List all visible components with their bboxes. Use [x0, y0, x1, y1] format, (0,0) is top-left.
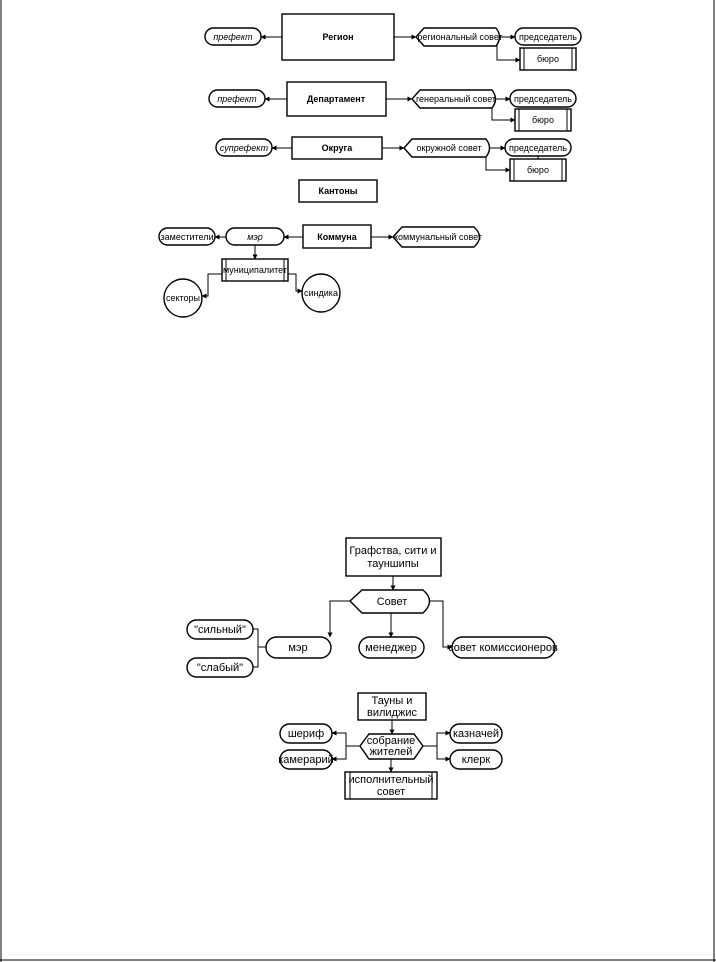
region-council-label: региональный совет [417, 32, 502, 42]
okrug-bureau-label: бюро [527, 165, 549, 175]
region-council-node [415, 27, 501, 47]
assembly-label-line2: жителей [370, 746, 413, 758]
department-council-to-bureau-arrow [491, 107, 516, 123]
department-row: Департамент префект генеральный совет пр… [208, 81, 577, 132]
municipality-to-syndic-arrow [288, 273, 303, 294]
department-council-label: генеральный совет [416, 94, 496, 104]
region-row: Регион префект региональный совет предсе… [204, 13, 582, 71]
commune-mayor-label: мэр [247, 232, 263, 242]
okrug-council-node [403, 138, 491, 158]
okrug-chairman-label: председатель [509, 143, 567, 153]
executive-label-line1: исполнительный [348, 774, 433, 786]
county-government-diagram: Графства, сити и тауншипы Совет мэр мене… [186, 537, 558, 678]
strong-mayor-label: "сильный" [194, 624, 246, 636]
commune-council-label: коммунальный совет [394, 232, 482, 242]
chamberlain-label: камерарий [278, 754, 334, 766]
treasurer-label: казначей [453, 728, 499, 740]
executive-label-line2: совет [377, 786, 405, 798]
cantons-box [298, 179, 378, 203]
council-to-mayor-arrow [327, 600, 350, 638]
okrug-council-label: окружной совет [416, 143, 481, 153]
region-chairman-label: председатель [519, 32, 577, 42]
mayor-to-weak-link [253, 647, 259, 668]
counties-box [345, 537, 442, 577]
commune-sectors-label: секторы [166, 293, 200, 303]
region-council-to-bureau-arrow [496, 45, 521, 63]
municipality-to-sectors-arrow [201, 273, 222, 299]
mayor-to-strong-link [253, 628, 266, 648]
region-label: Регион [323, 32, 354, 42]
france-admin-diagram: Регион префект региональный совет предсе… [158, 13, 582, 318]
region-bureau-label: бюро [537, 54, 559, 64]
department-label: Департамент [307, 94, 366, 104]
okrug-label: Округа [322, 143, 354, 153]
commissioners-label: совет комиссионеров [448, 642, 558, 654]
clerk-label: клерк [462, 754, 491, 766]
towns-government-diagram: Тауны и вилиджис собрание жителей шериф … [278, 692, 503, 800]
counties-label-line2: тауншипы [367, 558, 418, 570]
assembly-to-clerk-arrow [436, 746, 451, 762]
council-to-commissioners-arrow [430, 600, 453, 650]
cantons-label: Кантоны [319, 186, 358, 196]
counties-label-line1: Графства, сити и [349, 545, 436, 557]
towns-label-line2: вилиджис [367, 707, 417, 719]
assembly-to-sheriff-arrow [331, 730, 360, 747]
assembly-label-line1: собрание [367, 735, 416, 747]
assembly-to-chamberlain-arrow [331, 746, 347, 762]
department-council-node [411, 89, 497, 109]
towns-label-line1: Тауны и [372, 695, 413, 707]
council-node [348, 589, 431, 614]
commune-municipality-label: муниципалитет [223, 265, 287, 275]
mayor-label: мэр [288, 642, 307, 654]
department-prefect-label: префект [217, 94, 257, 104]
assembly-to-treasurer-arrow [423, 730, 451, 747]
okrug-prefect-label: супрефект [220, 143, 269, 153]
sheriff-label: шериф [288, 728, 324, 740]
okrug-row: Округа супрефект окружной совет председа… [215, 136, 572, 182]
commune-council-node [392, 226, 481, 248]
department-chairman-label: председатель [514, 94, 572, 104]
commune-deputies-label: заместители [161, 232, 214, 242]
okrug-council-to-bureau-arrow [485, 157, 511, 173]
commune-row: Коммуна мэр заместители коммунальный сов… [158, 224, 482, 318]
region-prefect-label: префект [213, 32, 253, 42]
region-box [281, 13, 395, 61]
weak-mayor-label: "слабый" [197, 662, 243, 674]
department-box [286, 81, 387, 117]
council-label: Совет [377, 596, 408, 608]
department-bureau-label: бюро [532, 115, 554, 125]
commune-syndic-label: синдика [304, 288, 338, 298]
commune-label: Коммуна [317, 232, 358, 242]
manager-label: менеджер [365, 642, 417, 654]
